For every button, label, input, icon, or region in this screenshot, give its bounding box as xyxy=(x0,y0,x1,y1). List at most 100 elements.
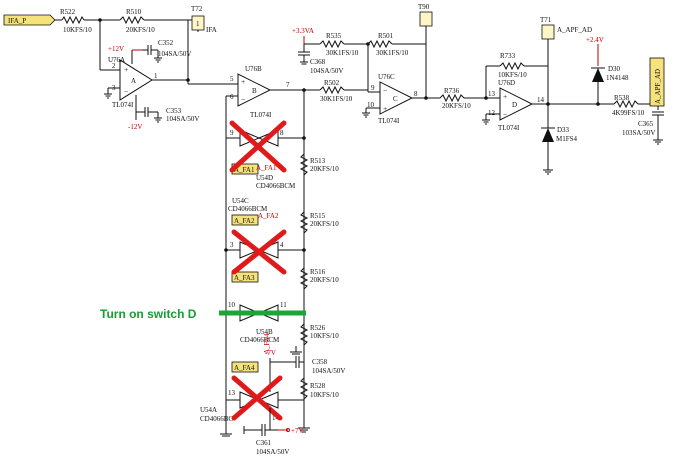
t71-label: T71 xyxy=(540,16,552,24)
switch-u54c: U54C CD4066BCM A_FA2 A_FA2 3 4 A_FA3 xyxy=(228,197,284,283)
power-minus12v: -12V xyxy=(128,95,142,131)
r502-value: 30K1FS/10 xyxy=(320,95,353,103)
diode-d33: D33 M1FS4 xyxy=(541,104,578,175)
u54d-label: U54D xyxy=(256,174,273,182)
r736-label: R736 xyxy=(444,87,460,95)
u54a-label: U54A xyxy=(200,406,217,414)
c358-label: C358 xyxy=(312,358,328,366)
svg-text:1: 1 xyxy=(196,20,200,28)
v7p-label: +7V xyxy=(291,427,304,435)
pin-label: 2 xyxy=(112,62,116,70)
pin-label: 7 xyxy=(286,81,290,89)
u76b-label: U76B xyxy=(245,65,262,73)
c361-value: 104SA/50V xyxy=(256,448,289,456)
svg-text:−: − xyxy=(241,95,245,104)
r538-label: R538 xyxy=(614,94,630,102)
svg-text:−: − xyxy=(503,110,507,119)
fa2-flag-label: A_FA2 xyxy=(234,217,255,225)
testpoint-t72: 1 T72 IFA xyxy=(191,5,217,34)
pin-label: 8 xyxy=(280,129,284,137)
pin-label: 3 xyxy=(230,241,234,249)
d33-value: M1FS4 xyxy=(556,135,578,143)
svg-text:+: + xyxy=(383,104,387,113)
a-apf-ad-output-flag: A_APF_AD xyxy=(649,57,665,107)
switch-u54a: A_FA4 A_FA4 13 7 14 U54A CD4066BC xyxy=(200,333,280,423)
resistor-r736: R736 20KFS/10 xyxy=(439,87,471,110)
v33-label: +3.3VA xyxy=(292,27,314,35)
pin-label: 4 xyxy=(280,241,284,249)
u76a-part: TL074I xyxy=(112,101,134,109)
opamp-u76c: − + C U76C TL074I 9 10 8 xyxy=(367,73,418,125)
pin-label: 14 xyxy=(537,96,545,104)
pin-label: 10 xyxy=(367,101,375,109)
r535-label: R535 xyxy=(326,32,342,40)
c353-value: 104SA/50V xyxy=(166,115,199,123)
r510-value: 20KFS/10 xyxy=(126,26,155,34)
r501-label: R501 xyxy=(378,32,394,40)
capacitor-c368: C368 104SA/50V xyxy=(298,44,343,75)
svg-text:+: + xyxy=(124,65,128,74)
r513-label: R513 xyxy=(310,157,326,165)
fa4-flag-label: A_FA4 xyxy=(234,364,255,372)
u54c-label: U54C xyxy=(232,197,249,205)
c365-label: C365 xyxy=(638,120,654,128)
resistor-r522: R522 10KFS/10 xyxy=(60,8,92,34)
resistor-r733: R733 10KFS/10 xyxy=(498,52,527,79)
r526-label: R526 xyxy=(310,324,326,332)
resistor-r515: R515 20KFS/10 xyxy=(299,211,339,234)
resistor-r535: R535 30K1FS/10 xyxy=(319,32,359,57)
v12n-label: -12V xyxy=(128,123,142,131)
fa1-flag-label: A_FA1 xyxy=(234,166,255,174)
opamp-u76d: + − D U76D TL074I 13 12 14 xyxy=(488,79,545,132)
u76c-label: U76C xyxy=(378,73,395,81)
r515-label: R515 xyxy=(310,212,326,220)
resistor-r528: R528 10KFS/10 xyxy=(299,377,339,400)
u76b-part: TL074I xyxy=(250,111,272,119)
testpoint-t71: T71 A_APF_AD xyxy=(540,16,592,66)
c352-label: C352 xyxy=(158,39,174,47)
fa3-flag-label: A_FA3 xyxy=(234,274,255,282)
capacitor-c365: C365 103SA/50V xyxy=(622,111,664,145)
pin-label: 6 xyxy=(230,93,234,101)
pin-label: 9 xyxy=(371,84,375,92)
c352-value: 104SA/50V xyxy=(158,50,191,58)
u76c-part: TL074I xyxy=(378,117,400,125)
r535-value: 30K1FS/10 xyxy=(326,49,359,57)
u76d-letter: D xyxy=(512,101,517,109)
v12p-label: +12V xyxy=(108,45,124,53)
power-plus12v: +12V xyxy=(108,45,142,64)
u54b-label: U54B xyxy=(256,328,273,336)
pin-label: 8 xyxy=(414,90,418,98)
disabled-cross-d xyxy=(229,120,287,173)
pin-label: 5 xyxy=(230,75,234,83)
capacitor-c361: C361 104SA/50V xyxy=(220,408,289,456)
capacitor-c352: C352 104SA/50V xyxy=(142,39,191,63)
c365-value: 103SA/50V xyxy=(622,129,655,137)
pin-label: 11 xyxy=(280,301,287,309)
c368-label: C368 xyxy=(310,58,326,66)
c361-label: C361 xyxy=(256,439,272,447)
r516-value: 20KFS/10 xyxy=(310,276,339,284)
d33-label: D33 xyxy=(557,126,570,134)
pin-label: 13 xyxy=(228,389,236,397)
t90-label: T90 xyxy=(418,3,430,11)
r733-value: 10KFS/10 xyxy=(498,71,527,79)
r736-value: 20KFS/10 xyxy=(442,102,471,110)
svg-text:+: + xyxy=(241,77,245,86)
testpoint-t90: T90 xyxy=(418,3,433,44)
d30-value: 1N4148 xyxy=(606,74,629,82)
r516-label: R516 xyxy=(310,268,326,276)
pin-label: 10 xyxy=(228,301,236,309)
ifa-label: IFA xyxy=(206,26,217,34)
pin-label: 12 xyxy=(488,109,496,117)
turn-on-switch-annotation: Turn on switch D xyxy=(100,307,197,321)
r528-label: R528 xyxy=(310,382,326,390)
c353-label: C353 xyxy=(166,107,182,115)
r526-value: 10KFS/10 xyxy=(310,332,339,340)
a-apf-ad-label: A_APF_AD xyxy=(557,26,592,34)
u76a-label: U76A xyxy=(108,56,125,64)
r538-value: 4K99FS/10 xyxy=(612,109,645,117)
v7n-label: -7V xyxy=(265,349,276,357)
pin-label: 1 xyxy=(154,72,158,80)
